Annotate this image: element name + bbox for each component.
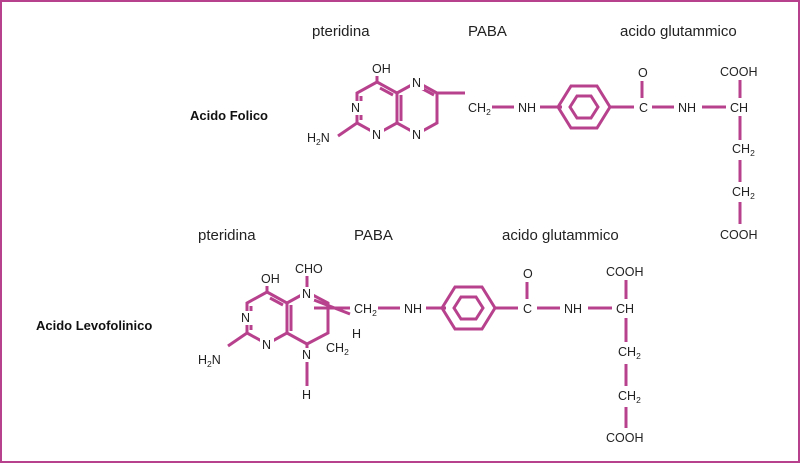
folic-atom-ch: CH	[730, 101, 748, 115]
levo-atom-cooh-top: COOH	[606, 265, 644, 279]
folic-atom-nh-amide: NH	[678, 101, 696, 115]
levo-atom-ch2: CH2	[354, 302, 377, 318]
folic-benzene-ring	[556, 84, 612, 130]
folic-atom-ch2: CH2	[468, 101, 491, 117]
levo-atom-h-bottom: H	[302, 388, 311, 402]
folic-atom-n1: N	[351, 101, 360, 115]
folic-acid-structure: pteridina PABA acido glutammico Acido Fo…	[190, 23, 758, 242]
levo-atom-ch2-ring: CH2	[326, 341, 349, 357]
levo-label-glutamic: acido glutammico	[502, 227, 619, 244]
folic-label-paba: PABA	[468, 23, 507, 40]
folic-atom-n2: N	[372, 128, 381, 142]
folic-atom-o: O	[638, 66, 648, 80]
levofolinic-acid-structure: pteridina PABA acido glutammico Acido Le…	[36, 227, 644, 445]
folic-atom-n3: N	[412, 76, 421, 90]
levo-atom-nh2: H2N	[198, 353, 221, 369]
levo-atom-ch: CH	[616, 302, 634, 316]
levo-atom-cooh-bottom: COOH	[606, 431, 644, 445]
folic-label-glutamic: acido glutammico	[620, 23, 737, 40]
levo-benzene-ring	[440, 285, 497, 331]
levo-atom-ch2a: CH2	[618, 345, 641, 361]
levo-label-pteridine: pteridina	[198, 227, 256, 244]
levo-atom-o: O	[523, 267, 533, 281]
levofolinic-acid-name: Acido Levofolinico	[36, 318, 152, 333]
folic-atom-c: C	[639, 101, 648, 115]
levo-pteridine-bonds	[227, 276, 351, 386]
levo-atom-nh-amide: NH	[564, 302, 582, 316]
folic-atom-ch2a: CH2	[732, 142, 755, 158]
folic-atom-nh2: H2N	[307, 131, 330, 147]
folic-atom-cooh-bottom: COOH	[720, 228, 758, 242]
folic-atom-n4: N	[412, 128, 421, 142]
folic-atom-ch2b: CH2	[732, 185, 755, 201]
folic-acid-name: Acido Folico	[190, 108, 268, 123]
levo-atom-n3: N	[302, 287, 311, 301]
levo-atom-c: C	[523, 302, 532, 316]
levo-atom-ch2b: CH2	[618, 389, 641, 405]
levo-atom-n2: N	[262, 338, 271, 352]
levo-atom-n4: N	[302, 348, 311, 362]
folic-atom-oh: OH	[372, 62, 391, 76]
levo-label-paba: PABA	[354, 227, 393, 244]
levo-atom-cho: CHO	[295, 262, 323, 276]
levo-atom-oh: OH	[261, 272, 280, 286]
folic-atom-nh: NH	[518, 101, 536, 115]
levo-atom-nh: NH	[404, 302, 422, 316]
folic-label-pteridine: pteridina	[312, 23, 370, 40]
levo-atom-h-ring: H	[352, 327, 361, 341]
folic-atom-cooh-top: COOH	[720, 65, 758, 79]
levo-atom-n1: N	[241, 311, 250, 325]
